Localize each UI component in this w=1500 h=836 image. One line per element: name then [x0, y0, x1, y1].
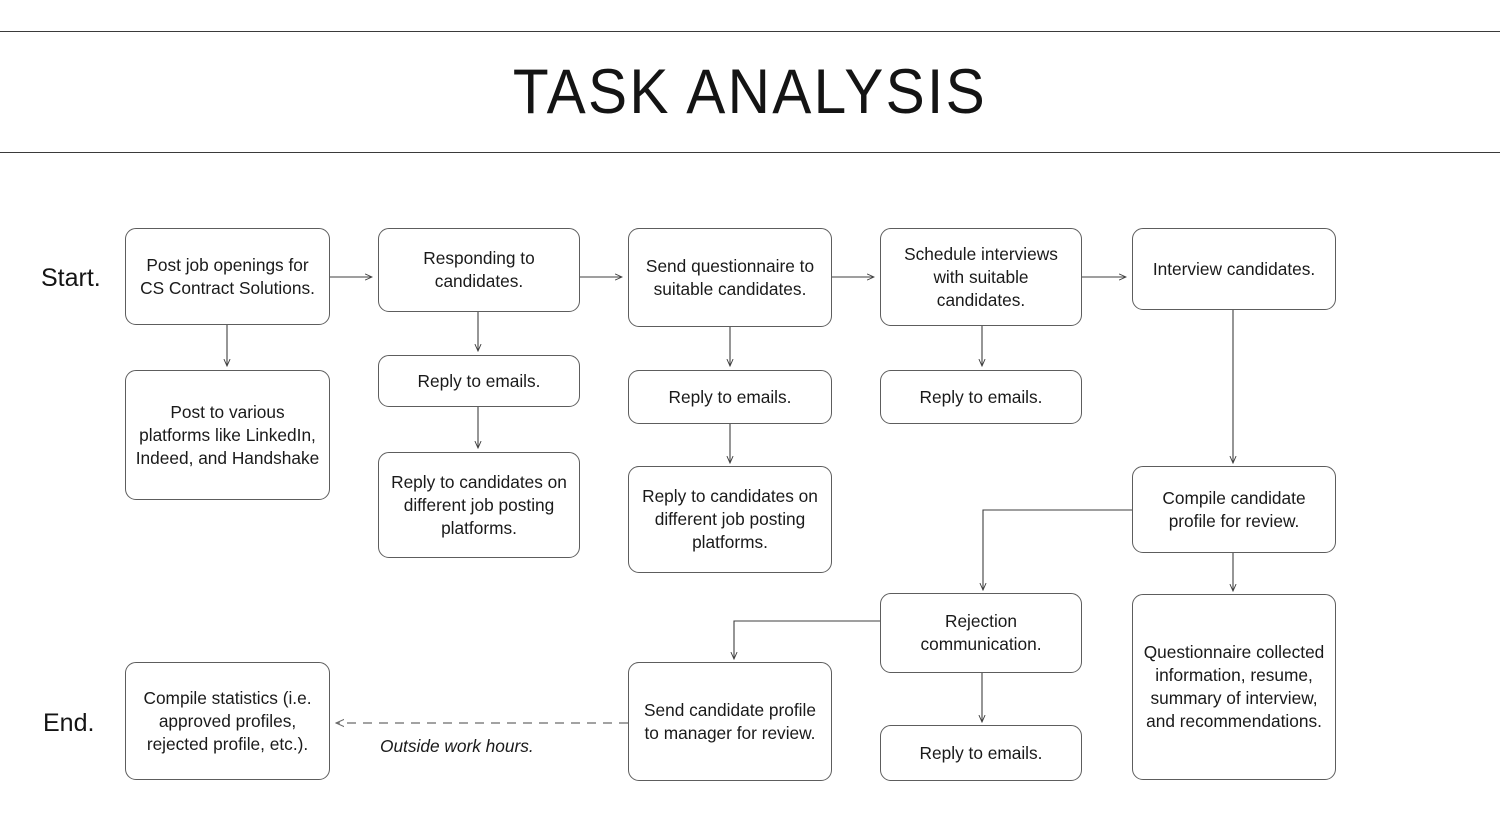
edge-compile-to-rejection	[983, 509, 1132, 590]
node-reply-to-candidates-col2[interactable]: Reply to candidates on different job pos…	[378, 452, 580, 558]
page-title: TASK ANALYSIS	[512, 56, 988, 127]
node-reply-to-emails-col2[interactable]: Reply to emails.	[378, 355, 580, 407]
node-post-job-openings[interactable]: Post job openings for CS Contract Soluti…	[125, 228, 330, 325]
phase-label-end: End.	[43, 709, 95, 737]
node-schedule-interviews[interactable]: Schedule interviews with suitable candid…	[880, 228, 1082, 326]
header-band: TASK ANALYSIS	[0, 31, 1500, 153]
node-questionnaire-collected[interactable]: Questionnaire collected information, res…	[1132, 594, 1336, 780]
phase-label-start: Start.	[41, 264, 101, 292]
edge-rejection-to-send-profile	[734, 620, 880, 659]
flowchart-canvas: Start. End. Post job openings for CS Con…	[0, 153, 1500, 836]
node-send-profile-to-manager[interactable]: Send candidate profile to manager for re…	[628, 662, 832, 781]
node-interview-candidates[interactable]: Interview candidates.	[1132, 228, 1336, 310]
node-reply-to-emails-rejection[interactable]: Reply to emails.	[880, 725, 1082, 781]
node-compile-candidate-profile[interactable]: Compile candidate profile for review.	[1132, 466, 1336, 553]
node-compile-statistics[interactable]: Compile statistics (i.e. approved profil…	[125, 662, 330, 780]
node-reply-to-emails-col4[interactable]: Reply to emails.	[880, 370, 1082, 424]
edge-note-outside-work-hours: Outside work hours.	[380, 736, 534, 756]
node-reply-to-candidates-col3[interactable]: Reply to candidates on different job pos…	[628, 466, 832, 573]
node-post-to-platforms[interactable]: Post to various platforms like LinkedIn,…	[125, 370, 330, 500]
node-responding-to-candidates[interactable]: Responding to candidates.	[378, 228, 580, 312]
node-rejection-communication[interactable]: Rejection communication.	[880, 593, 1082, 673]
node-send-questionnaire[interactable]: Send questionnaire to suitable candidate…	[628, 228, 832, 327]
node-reply-to-emails-col3[interactable]: Reply to emails.	[628, 370, 832, 424]
